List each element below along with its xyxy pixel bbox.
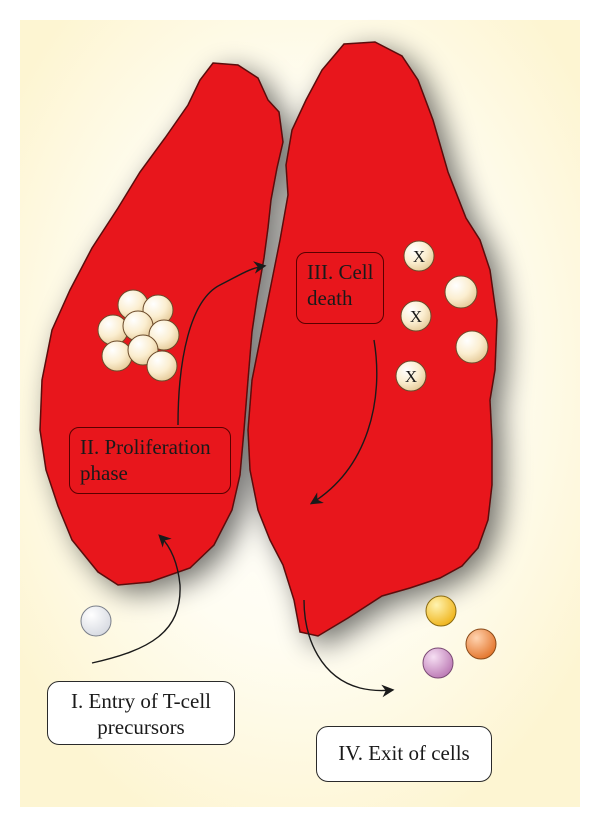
arrow-entry-to-proliferation — [91, 534, 181, 664]
exit-cell-orange — [465, 628, 497, 660]
surviving-cell — [455, 330, 489, 364]
exit-cell-violet — [422, 647, 454, 679]
proliferating-cell-cluster — [97, 289, 180, 382]
arrow-proliferation-to-cortex — [177, 261, 267, 426]
precursor-cell — [80, 605, 112, 637]
label-proliferation-line2: phase — [80, 461, 128, 486]
label-entry-line1: I. Entry of T-cell — [71, 689, 211, 713]
dead-cell-1: X — [403, 240, 435, 272]
label-proliferation-phase: II. Proliferation phase — [69, 427, 231, 494]
label-proliferation-line1: II. Proliferation — [80, 435, 211, 459]
arrow-exit — [303, 599, 395, 698]
label-cell-death: III. Cell death — [296, 252, 384, 324]
dead-cell-mark: X — [405, 367, 417, 386]
right-lobe — [247, 41, 498, 637]
dead-cell-mark: X — [410, 307, 422, 326]
dead-cell-mark: X — [413, 247, 425, 266]
label-cell-death-line1: III. Cell — [307, 260, 374, 284]
exit-cell-yellow — [425, 595, 457, 627]
label-cell-death-line2: death — [307, 286, 353, 311]
label-entry-of-precursors: I. Entry of T-cell precursors — [47, 681, 235, 745]
dead-cell-2: X — [400, 300, 432, 332]
surviving-cell — [444, 275, 478, 309]
label-exit-of-cells: IV. Exit of cells — [316, 726, 492, 782]
dead-cell-3: X — [395, 360, 427, 392]
arrow-death-to-medulla — [309, 339, 378, 505]
label-exit-text: IV. Exit of cells — [338, 741, 470, 765]
label-entry-line2: precursors — [97, 715, 185, 740]
